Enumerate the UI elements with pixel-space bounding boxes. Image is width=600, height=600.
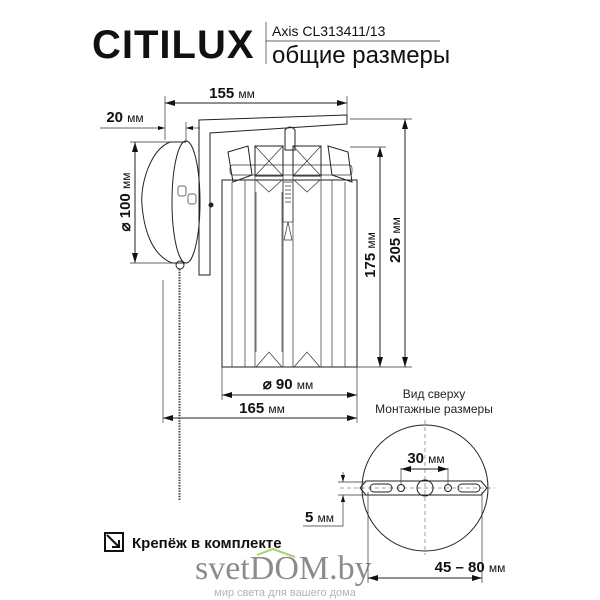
dim-total-depth: 165 мм <box>162 280 357 423</box>
brand-logo: CITILUX <box>92 23 255 67</box>
plate-diameter-label: ⌀ 100 мм <box>117 173 134 232</box>
mounting-included-text: Крепёж в комплекте <box>132 535 282 552</box>
wall-plate <box>141 140 214 264</box>
watermark: svetDOM.by мир света для вашего дома <box>195 547 372 599</box>
watermark-tagline: мир света для вашего дома <box>214 587 357 599</box>
page-subtitle: общие размеры <box>272 42 450 69</box>
top-view: Вид сверху Монтажные размеры 30 мм 5 мм … <box>303 387 505 583</box>
dim-total-height: 205 мм <box>350 118 412 367</box>
lamp-arm <box>198 114 348 276</box>
dim-shade-diameter: ⌀ 90 мм <box>221 367 358 423</box>
bar-width-label: 5 мм <box>305 509 334 526</box>
total-depth-label: 165 мм <box>239 400 285 417</box>
arm-length-label: 155 мм <box>209 85 255 102</box>
mounting-bar <box>359 480 488 496</box>
dim-plate-diameter: ⌀ 100 мм <box>117 141 175 264</box>
model-name: Axis CL313411/13 <box>272 23 386 39</box>
wall-offset-label: 20 мм <box>106 109 143 126</box>
shade-diameter-label: ⌀ 90 мм <box>263 376 314 393</box>
hole-spacing-label: 30 мм <box>407 450 444 467</box>
brand-logo-text: CITILUX <box>92 23 255 67</box>
mount-range-label: 45 – 80 мм <box>435 559 506 576</box>
watermark-logo: svetDOM.by <box>195 550 372 587</box>
dim-arm-length: 155 мм <box>164 85 348 140</box>
dim-wall-offset: 20 мм <box>100 109 200 142</box>
pull-chain <box>175 260 185 500</box>
mounting-included-note: Крепёж в комплекте <box>104 532 282 552</box>
top-view-subtitle: Монтажные размеры <box>375 402 493 416</box>
dim-shade-height: 175 мм <box>350 146 412 368</box>
total-height-label: 205 мм <box>387 217 404 263</box>
crystal-shade <box>221 126 358 368</box>
arrow-box-icon <box>104 532 124 552</box>
shade-height-label: 175 мм <box>362 232 379 278</box>
top-view-title: Вид сверху <box>403 387 466 401</box>
